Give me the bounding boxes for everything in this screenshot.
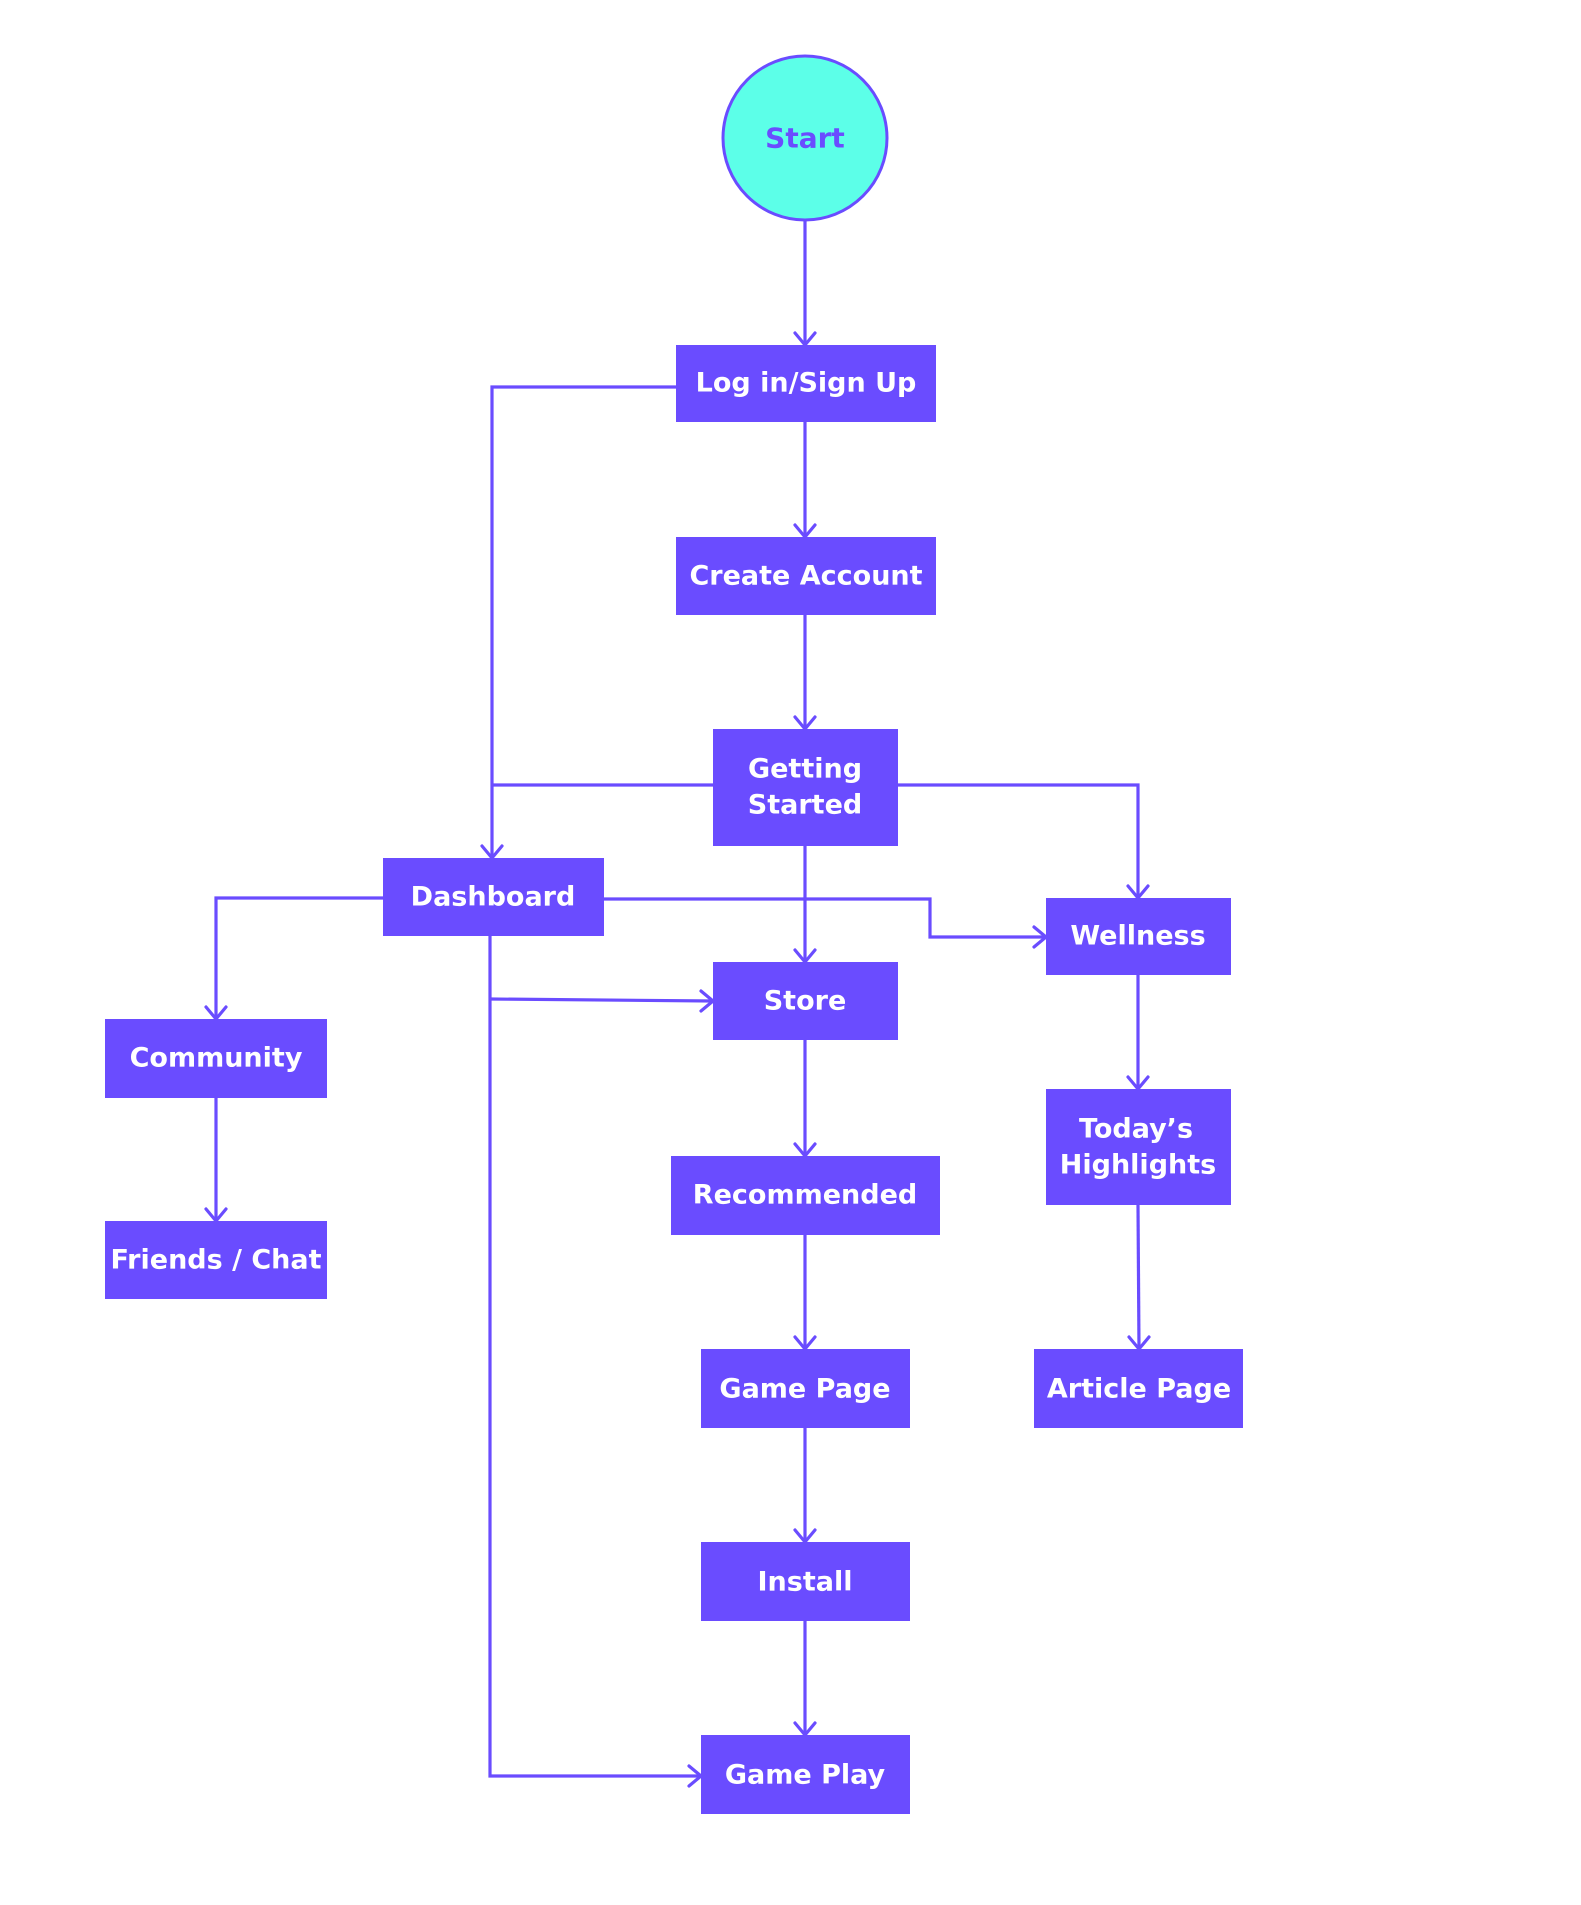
- node-label: Today’s: [1079, 1114, 1193, 1145]
- node-label: Highlights: [1060, 1150, 1216, 1181]
- node-recommended[interactable]: Recommended: [671, 1156, 940, 1235]
- node-label: Article Page: [1047, 1374, 1231, 1405]
- node-box: [701, 1349, 910, 1428]
- node-box: [713, 962, 898, 1040]
- edge-highlights-article: [1136, 1204, 1141, 1350]
- node-label: Dashboard: [411, 882, 576, 913]
- node-box: [713, 729, 898, 846]
- node-box: [701, 1735, 910, 1814]
- node-box: [671, 1156, 940, 1235]
- node-box: [105, 1019, 327, 1098]
- node-box: [676, 345, 936, 422]
- node-box: [1034, 1349, 1243, 1428]
- edge-dashboard-store: [489, 997, 714, 1003]
- node-todays-highlights[interactable]: Today’s Highlights: [1046, 1089, 1231, 1205]
- edge-getting-wellness: [898, 783, 1140, 898]
- node-box: [676, 537, 936, 615]
- node-label: Wellness: [1070, 921, 1205, 952]
- node-game-page[interactable]: Game Page: [701, 1349, 910, 1428]
- node-label: Create Account: [689, 561, 922, 592]
- node-start[interactable]: Start: [721, 54, 889, 222]
- node-wellness[interactable]: Wellness: [1046, 898, 1231, 975]
- node-label: Store: [764, 986, 847, 1017]
- node-article-page[interactable]: Article Page: [1034, 1349, 1243, 1428]
- node-install[interactable]: Install: [701, 1542, 910, 1621]
- node-label: Recommended: [693, 1180, 917, 1211]
- edge-dashboard-gameplay: [488, 936, 701, 1778]
- node-box: [383, 858, 604, 936]
- node-label: Start: [765, 122, 845, 155]
- node-box: [1046, 898, 1231, 975]
- node-label: Friends / Chat: [110, 1245, 321, 1276]
- node-label: Community: [130, 1043, 303, 1074]
- node-label: Game Page: [719, 1374, 890, 1405]
- node-game-play[interactable]: Game Play: [701, 1735, 910, 1814]
- edge-dashboard-community: [214, 896, 383, 1019]
- edges: [204, 220, 1151, 1788]
- node-friends-chat[interactable]: Friends / Chat: [105, 1221, 327, 1299]
- node-store[interactable]: Store: [713, 962, 898, 1040]
- node-label: Install: [758, 1567, 853, 1598]
- node-getting-started[interactable]: Getting Started: [713, 729, 898, 846]
- node-dashboard[interactable]: Dashboard: [383, 858, 604, 936]
- node-box: [701, 1542, 910, 1621]
- edge-dashboard-wellness: [604, 897, 1046, 939]
- node-create-account[interactable]: Create Account: [676, 537, 936, 615]
- node-label: Game Play: [725, 1760, 886, 1791]
- node-label: Getting: [748, 754, 862, 785]
- node-box: [105, 1221, 327, 1299]
- start-circle: [721, 54, 889, 222]
- node-label: Started: [748, 790, 862, 821]
- node-box: [1046, 1089, 1231, 1205]
- node-login[interactable]: Log in/Sign Up: [676, 345, 936, 422]
- edge-login-dashboard: [490, 385, 676, 858]
- node-community[interactable]: Community: [105, 1019, 327, 1098]
- nodes: Start Log in/Sign Up Create Account Gett…: [105, 54, 1243, 1814]
- node-label: Log in/Sign Up: [696, 368, 917, 399]
